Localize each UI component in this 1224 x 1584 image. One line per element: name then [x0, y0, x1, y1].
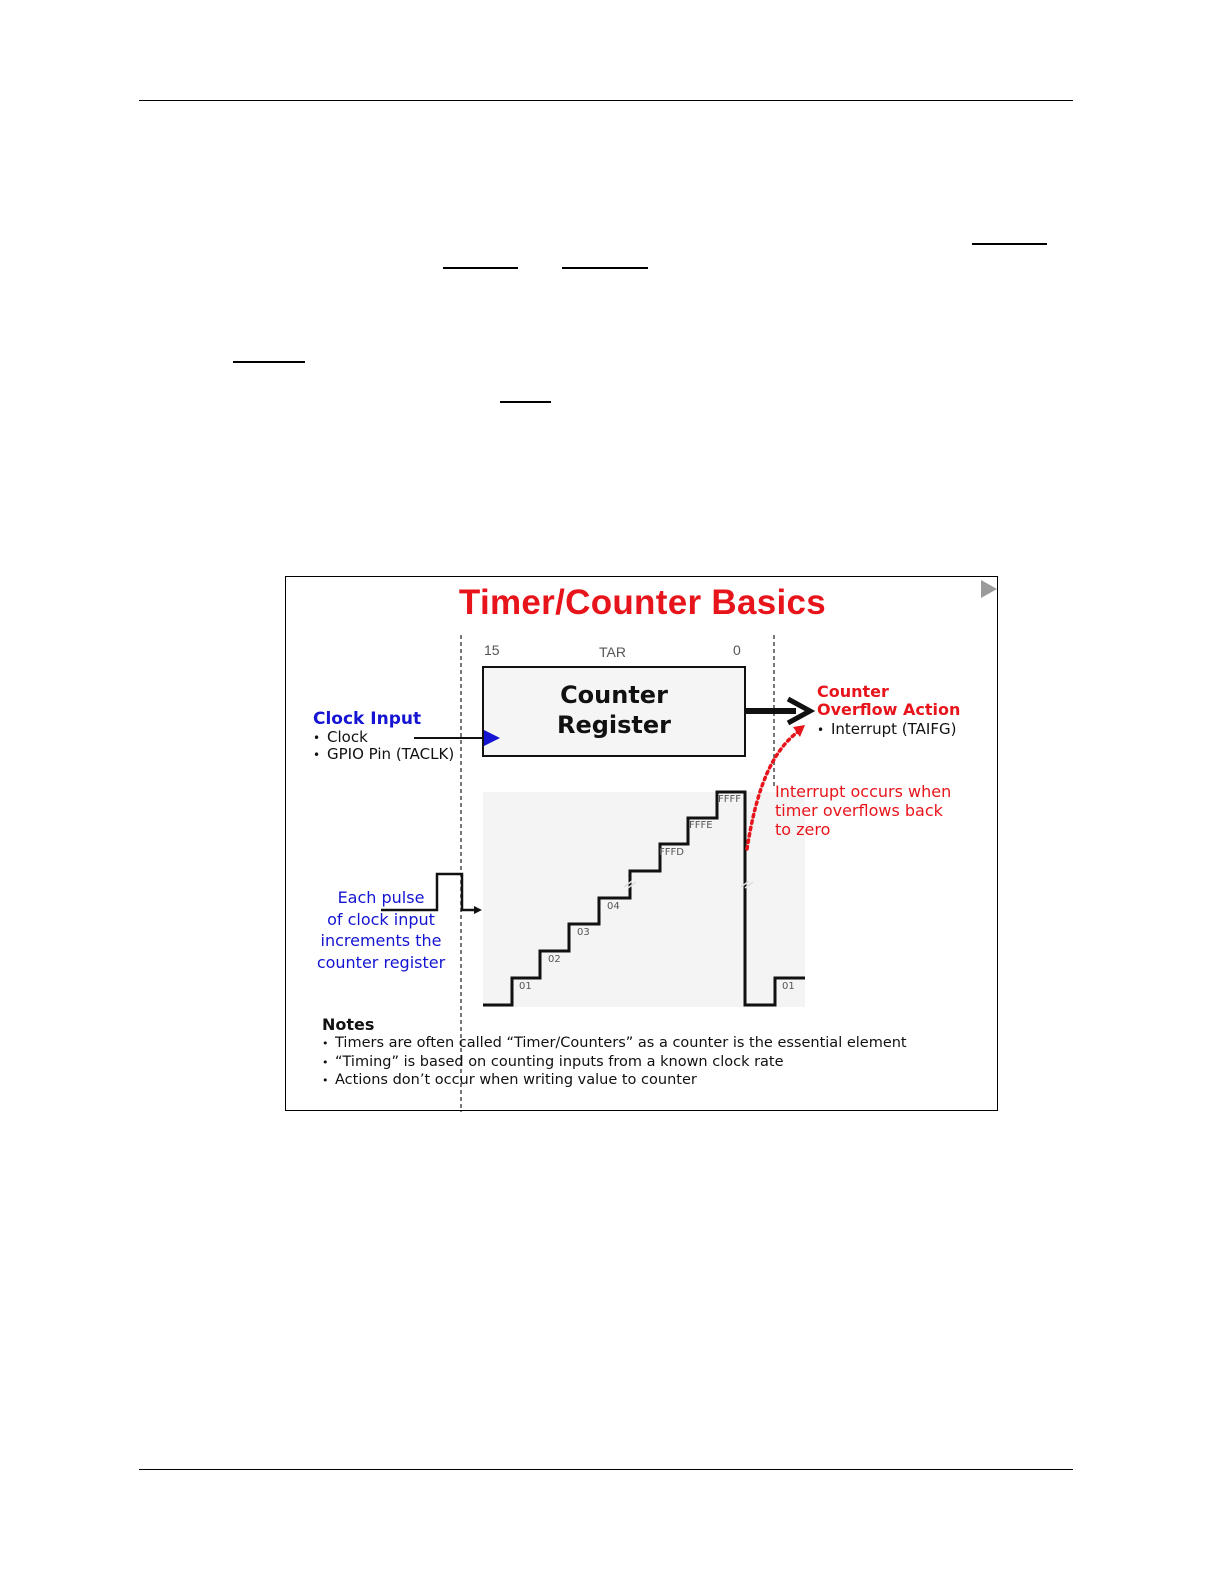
register-label-line1: Counter: [560, 681, 668, 709]
break-mark-2: [740, 880, 754, 889]
overflow-heading-line1: Counter: [817, 682, 889, 701]
clock-input-item-2: GPIO Pin (TACLK): [313, 747, 454, 762]
interrupt-note-line3: to zero: [775, 820, 831, 839]
underline-mark-2: [443, 267, 518, 269]
pulse-note-line4: counter register: [316, 953, 446, 972]
step-label: 02: [548, 954, 561, 965]
step-label: 04: [607, 901, 620, 912]
register-label-line2: Register: [556, 711, 672, 739]
interrupt-dotted-arrow: [745, 727, 804, 851]
clock-pulse: [381, 872, 476, 912]
clock-input-triangle: [484, 730, 500, 746]
register-name-label: TAR: [599, 644, 626, 660]
bit-high-label: 15: [484, 642, 500, 658]
overflow-item-1: Interrupt (TAIFG): [817, 722, 956, 737]
clock-input-heading: Clock Input: [313, 709, 422, 729]
underline-mark-4: [233, 361, 305, 363]
timer-counter-slide: Timer/Counter Basics 15 TAR 0 Counter Re…: [285, 576, 998, 1112]
note-item-1: Timers are often called “Timer/Counters”…: [322, 1036, 907, 1051]
underline-mark-3: [562, 267, 648, 269]
underline-mark-1: [972, 243, 1047, 245]
step-label: 03: [577, 927, 590, 938]
note-item-3: Actions don’t occur when writing value t…: [322, 1073, 697, 1088]
header-rule: [139, 100, 1073, 101]
step-label: FFFD: [659, 847, 684, 858]
notes-heading: Notes: [322, 1015, 375, 1034]
pulse-note-line3: increments the: [320, 931, 442, 950]
step-label: 01: [519, 981, 532, 992]
break-mark-1: [623, 880, 637, 889]
diagram-graphics: [381, 580, 997, 1112]
interrupt-note-line2: timer overflows back: [775, 801, 943, 820]
counter-staircase: [483, 790, 805, 1007]
note-item-2: “Timing” is based on counting inputs fro…: [322, 1055, 784, 1070]
overflow-heading-line2: Overflow Action: [817, 700, 961, 719]
overflow-arrow-head: [786, 696, 816, 726]
counter-register-box: [482, 666, 746, 757]
bit-low-label: 0: [733, 642, 741, 658]
interrupt-note-line1: Interrupt occurs when: [775, 782, 952, 801]
pulse-note-line2: of clock input: [327, 910, 435, 929]
step-label: 01: [782, 981, 795, 992]
step-label: FFFF: [718, 794, 742, 805]
footer-rule: [139, 1469, 1073, 1470]
underline-mark-5: [500, 401, 551, 403]
clock-pulse-arrow-head: [474, 906, 482, 914]
pulse-note-line1: Each pulse: [337, 888, 425, 907]
step-label: FFFE: [689, 820, 713, 831]
interrupt-arrow-head: [793, 725, 805, 737]
play-icon[interactable]: [981, 580, 997, 598]
step-area-background: [483, 792, 805, 1007]
slide-title: Timer/Counter Basics: [458, 583, 827, 622]
clock-input-item-1: Clock: [313, 730, 368, 745]
